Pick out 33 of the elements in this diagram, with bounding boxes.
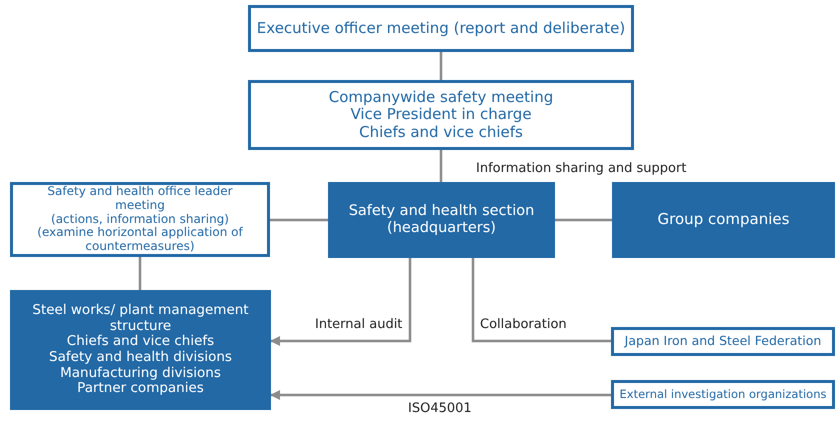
node-text: Manufacturing divisions xyxy=(59,366,222,382)
connector-line xyxy=(472,258,611,342)
filled-box xyxy=(612,182,835,258)
node-text: Executive officer meeting (report and deliberate) xyxy=(256,20,626,38)
outlined-box xyxy=(248,5,634,52)
node-text: Safety and health office leader meeting xyxy=(46,185,234,213)
arrow xyxy=(270,390,611,400)
outlined-box xyxy=(611,380,835,409)
node-text: Partner companies xyxy=(76,381,205,397)
filled-box xyxy=(328,182,555,258)
connector-line xyxy=(555,218,612,222)
node-text: (examine horizontal application of countermeasures) xyxy=(36,226,244,254)
connector-line xyxy=(440,52,442,80)
node-text: Vice President in charge xyxy=(350,106,532,124)
node-text: External investigation organizations xyxy=(618,388,828,402)
node-text: Chiefs and vice chiefs xyxy=(358,124,524,141)
outlined-box xyxy=(10,182,270,257)
node-text: Safety and health divisions xyxy=(48,350,233,366)
node-text: (actions, information sharing) xyxy=(50,212,230,226)
node-text: Steel works/ plant management structure xyxy=(31,303,250,334)
connector-line xyxy=(138,257,142,290)
connector-line xyxy=(270,218,328,222)
node-text: Companywide safety meeting xyxy=(328,89,554,106)
filled-box xyxy=(10,290,271,410)
outlined-box xyxy=(248,80,634,150)
note-label: Information sharing and support xyxy=(474,161,688,176)
connector-line xyxy=(440,150,442,182)
node-text: Group companies xyxy=(656,211,790,229)
outlined-box xyxy=(611,327,835,356)
arrow xyxy=(270,258,412,346)
node-text: Safety and health section (headquarters) xyxy=(348,203,536,237)
node-text: Chiefs and vice chiefs xyxy=(66,334,216,350)
node-text: Japan Iron and Steel Federation xyxy=(623,334,822,349)
